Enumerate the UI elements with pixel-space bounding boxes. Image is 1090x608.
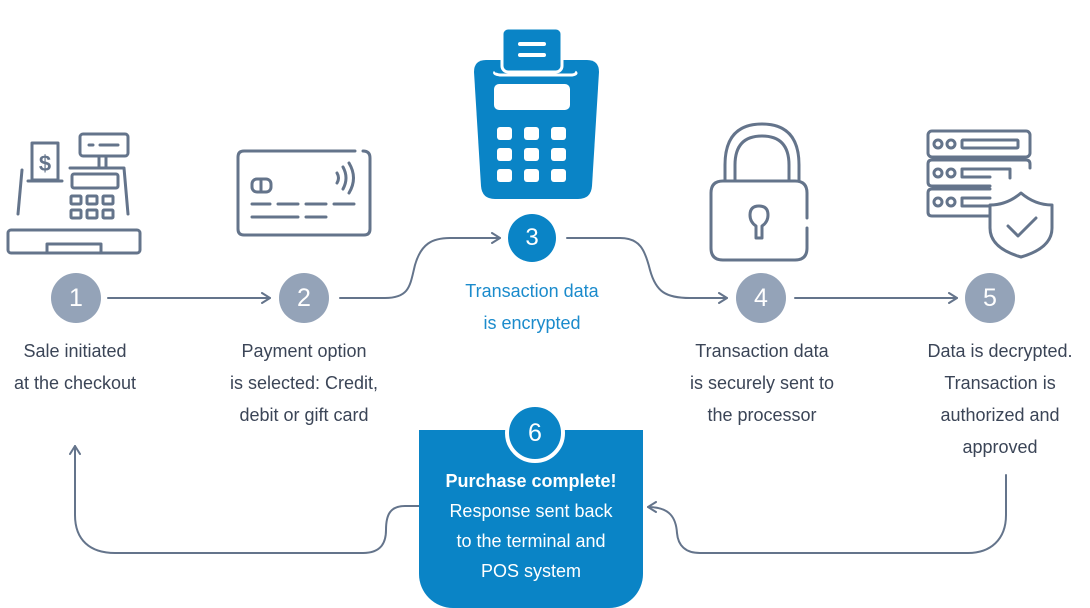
connector-5-6 [647,474,1007,554]
step-3-badge: 3 [508,214,556,262]
connector-3-4 [566,237,728,304]
credit-card-contactless-icon [236,149,372,237]
server-shield-check-icon [926,129,1054,259]
step-6-badge: 6 [505,403,565,463]
step-1-badge: 1 [51,273,101,323]
step-2-badge: 2 [279,273,329,323]
final-step-box: Purchase complete! Response sent back to… [419,430,643,608]
step-2-number: 2 [297,284,311,312]
final-step-title: Purchase complete! [445,471,617,491]
step-4-label: Transaction data is securely sent to the… [689,341,835,425]
step-3-number: 3 [525,224,539,251]
payment-terminal-icon [474,26,599,199]
step-3-label: Transaction data is encrypted [465,281,599,333]
step-5-number: 5 [983,284,997,312]
step-4-badge: 4 [736,273,786,323]
cash-register-icon [6,132,142,255]
final-step-line-1: Response sent back [449,501,613,521]
step-1-number: 1 [69,284,83,312]
connector-6-1 [69,445,420,554]
step-5-label: Data is decrypted. Transaction is author… [927,341,1073,457]
final-step-line-2: to the terminal and [456,531,606,551]
final-step-text: Purchase complete! Response sent back to… [419,466,643,586]
step-1-label: Sale initiated at the checkout [13,341,137,393]
step-2-label: Payment option is selected: Credit, debi… [229,341,379,425]
step-5-badge: 5 [965,273,1015,323]
padlock-icon [709,122,809,262]
step-4-number: 4 [754,284,768,312]
connector-2-3 [339,232,501,299]
dollar-sign-icon: $ [39,151,51,176]
step-6-number: 6 [528,419,542,447]
final-step-line-3: POS system [480,561,582,581]
